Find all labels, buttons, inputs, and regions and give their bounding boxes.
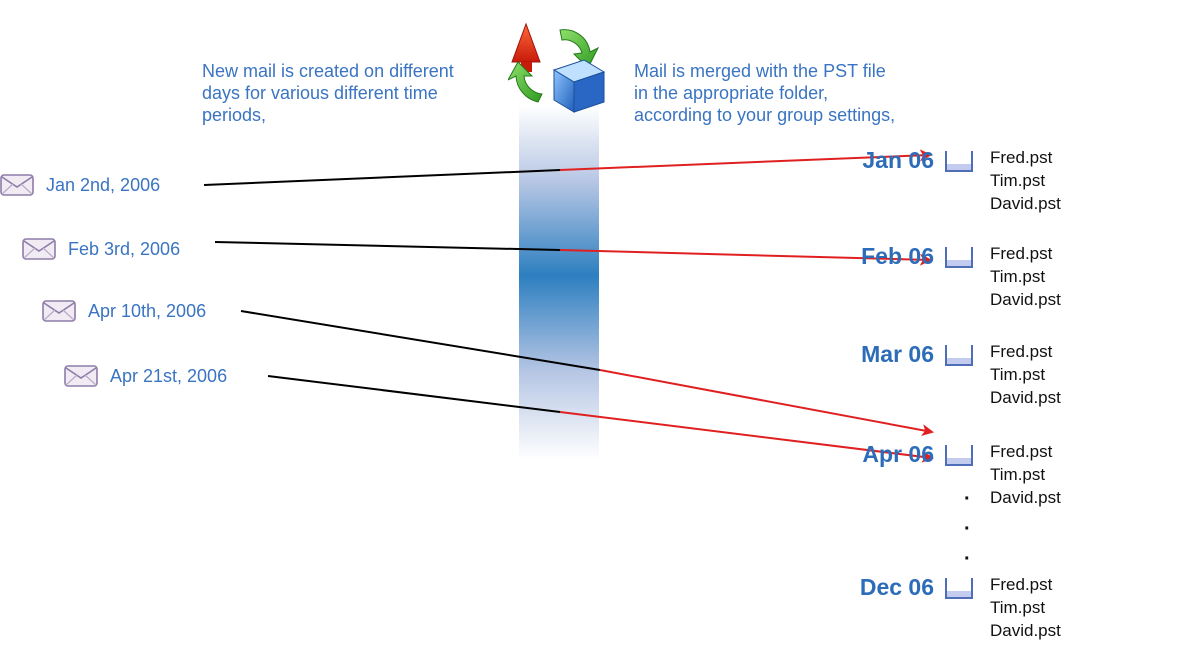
mail-item: Feb 3rd, 2006 bbox=[22, 234, 180, 264]
pst-file: Fred.pst bbox=[990, 342, 1053, 361]
month-label: Apr 06 bbox=[862, 441, 934, 467]
envelope-icon bbox=[64, 365, 98, 387]
mail-item: Apr 21st, 2006 bbox=[64, 361, 227, 391]
pst-file: David.pst bbox=[990, 194, 1061, 213]
ellipsis-dot: · bbox=[964, 518, 971, 540]
caption-merge: Mail is merged with the PST file in the … bbox=[634, 60, 974, 126]
pst-file: Fred.pst bbox=[990, 244, 1053, 263]
pst-file: David.pst bbox=[990, 488, 1061, 507]
pst-file-list: Fred.pst Tim.pst David.pst bbox=[990, 242, 1061, 311]
ellipsis-dot: · bbox=[964, 488, 971, 510]
incoming-line-apr21 bbox=[267, 375, 561, 413]
merged-arrow-apr21 bbox=[559, 411, 934, 463]
incoming-line-feb bbox=[214, 241, 561, 251]
caption-line: days for various different time bbox=[202, 83, 438, 103]
pst-file-list: Fred.pst Tim.pst David.pst bbox=[990, 573, 1061, 642]
merged-arrow-apr10 bbox=[599, 369, 934, 437]
folder-tray-icon bbox=[945, 151, 973, 172]
envelope-icon bbox=[42, 300, 76, 322]
incoming-line-apr10 bbox=[240, 310, 601, 371]
mail-date: Jan 2nd, 2006 bbox=[46, 174, 161, 195]
mail-item: Apr 10th, 2006 bbox=[42, 296, 206, 326]
pst-file: Tim.pst bbox=[990, 365, 1046, 384]
month-folder-feb: Feb 06 Fred.pst Tim.pst David.pst bbox=[836, 242, 1061, 311]
envelope-icon bbox=[22, 238, 56, 260]
ellipsis-dot: · bbox=[964, 548, 971, 570]
merged-arrow-feb bbox=[559, 249, 932, 266]
caption-line: in the appropriate folder, bbox=[634, 83, 829, 103]
pst-file-list: Fred.pst Tim.pst David.pst bbox=[990, 340, 1061, 409]
pst-file: Tim.pst bbox=[990, 465, 1046, 484]
incoming-line-jan bbox=[203, 169, 561, 186]
folder-tray-icon bbox=[945, 247, 973, 268]
caption-line: periods, bbox=[202, 105, 267, 125]
pst-file: Fred.pst bbox=[990, 442, 1053, 461]
merge-arrows-cube-icon bbox=[508, 22, 606, 113]
caption-line: New mail is created on different bbox=[202, 61, 454, 81]
month-label: Feb 06 bbox=[861, 243, 934, 269]
folder-tray-icon bbox=[945, 445, 973, 466]
month-ellipsis: · · · bbox=[964, 484, 971, 574]
merge-gradient-bar bbox=[519, 105, 599, 460]
month-label: Dec 06 bbox=[859, 574, 934, 600]
month-folder-apr: Apr 06 Fred.pst Tim.pst David.pst bbox=[836, 440, 1061, 509]
mail-date: Apr 10th, 2006 bbox=[88, 300, 207, 321]
pst-file-list: Fred.pst Tim.pst David.pst bbox=[990, 146, 1061, 215]
pst-file: Fred.pst bbox=[990, 575, 1053, 594]
caption-line: according to your group settings, bbox=[634, 105, 896, 125]
caption-line: Mail is merged with the PST file bbox=[634, 61, 886, 81]
folder-tray-icon bbox=[945, 578, 973, 599]
mail-date: Feb 3rd, 2006 bbox=[68, 238, 181, 259]
pst-file: David.pst bbox=[990, 290, 1061, 309]
mail-date: Apr 21st, 2006 bbox=[110, 365, 228, 386]
pst-file: David.pst bbox=[990, 621, 1061, 640]
pst-file: David.pst bbox=[990, 388, 1061, 407]
pst-file: Fred.pst bbox=[990, 148, 1053, 167]
caption-new-mail: New mail is created on different days fo… bbox=[202, 60, 522, 126]
pst-file-list: Fred.pst Tim.pst David.pst bbox=[990, 440, 1061, 509]
envelope-icon bbox=[0, 174, 34, 196]
month-folder-dec: Dec 06 Fred.pst Tim.pst David.pst bbox=[836, 573, 1061, 642]
pst-file: Tim.pst bbox=[990, 598, 1046, 617]
month-folder-mar: Mar 06 Fred.pst Tim.pst David.pst bbox=[836, 340, 1061, 409]
pst-file: Tim.pst bbox=[990, 267, 1046, 286]
month-label: Mar 06 bbox=[861, 341, 934, 367]
merged-arrow-jan bbox=[559, 149, 932, 171]
month-label: Jan 06 bbox=[862, 147, 934, 173]
mail-item: Jan 2nd, 2006 bbox=[0, 170, 160, 200]
pst-file: Tim.pst bbox=[990, 171, 1046, 190]
month-folder-jan: Jan 06 Fred.pst Tim.pst David.pst bbox=[836, 146, 1061, 215]
folder-tray-icon bbox=[945, 345, 973, 366]
